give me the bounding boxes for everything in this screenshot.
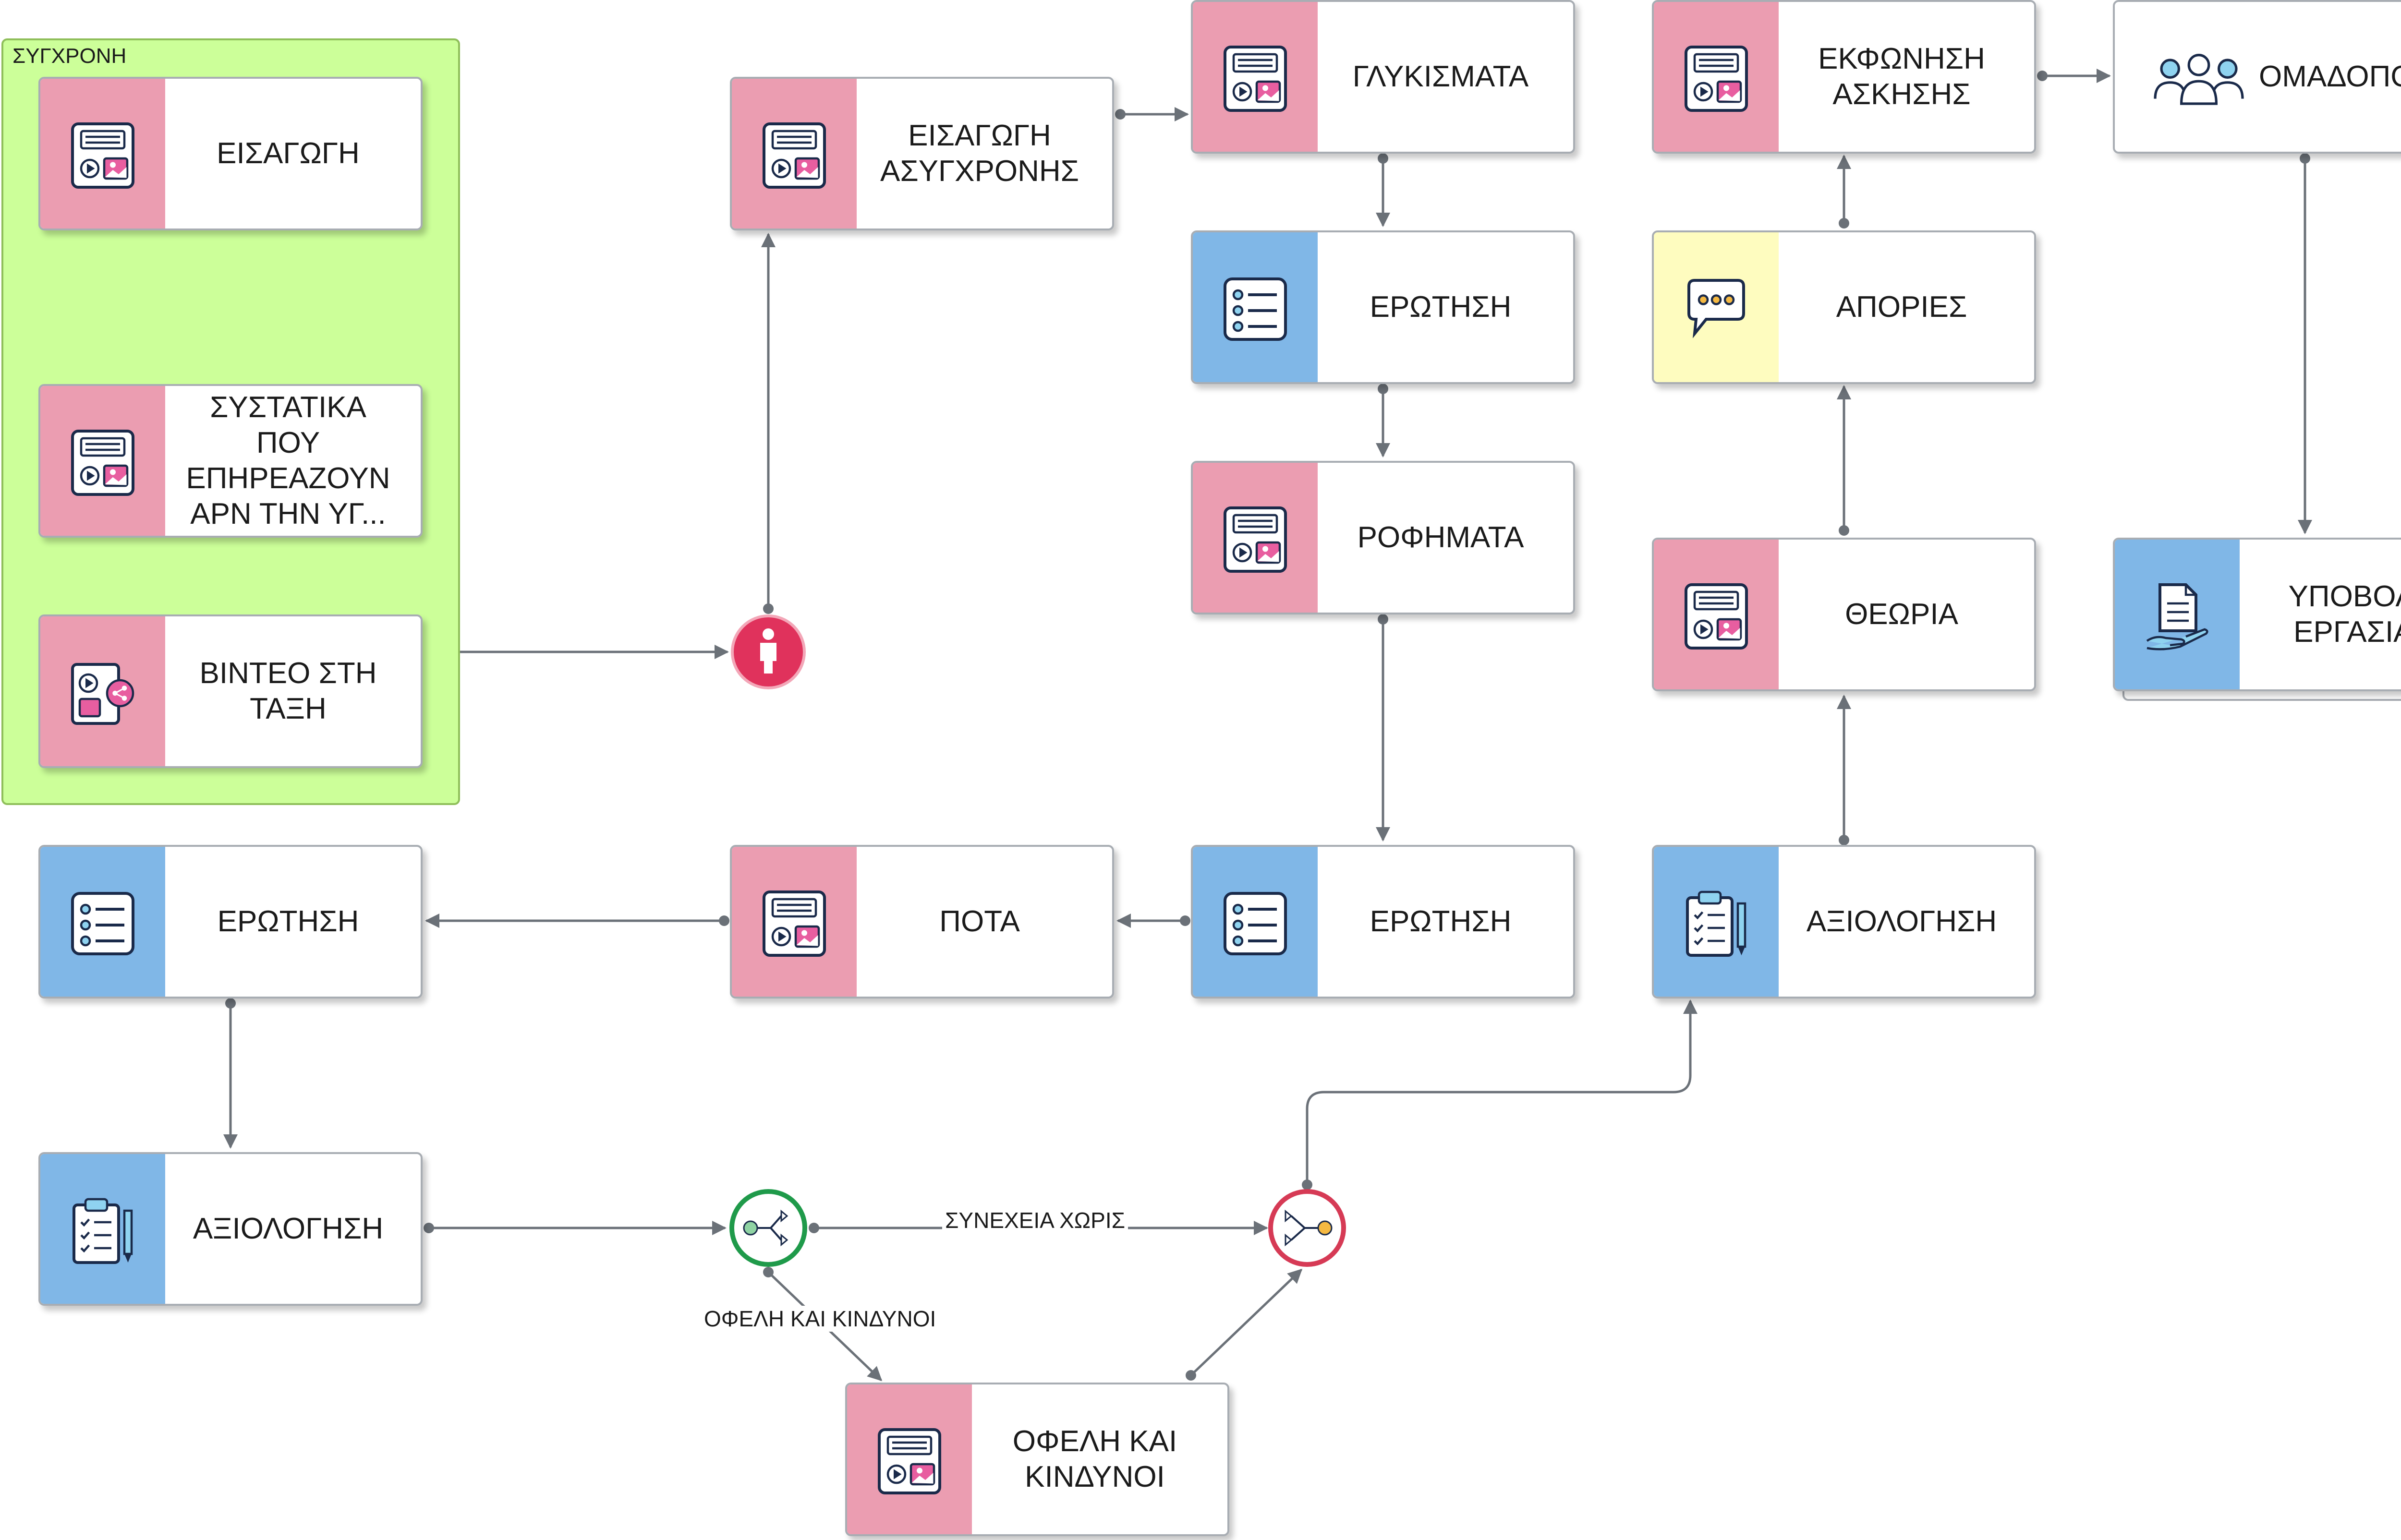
node-label: ΡΟΦΗΜΑΤΑ — [1357, 521, 1524, 554]
node-systatika[interactable]: ΣΥΣΤΑΤΙΚΑ ΠΟΥ ΕΠΗΡΕΑΖΟΥΝ ΑΡΝ ΤΗΝ ΥΓ... — [38, 384, 423, 538]
node-omadopoiisi[interactable]: ΟΜΑΔΟΠΟΙΗΣΗ — [2113, 0, 2401, 154]
node-erotisi-2[interactable]: ΕΡΩΤΗΣΗ — [1191, 845, 1575, 999]
node-ypovoli[interactable]: ΥΠΟΒΟΛΗ ΕΡΓΑΣΙΑΣ — [2113, 538, 2401, 691]
node-label: ΣΥΣΤΑΤΙΚΑ ΠΟΥ ΕΠΗΡΕΑΖΟΥΝ ΑΡΝ ΤΗΝ ΥΓ... — [186, 391, 390, 530]
node-pota[interactable]: ΠΟΤΑ — [730, 845, 1114, 999]
edge-label-ofeli: ΟΦΕΛΗ ΚΑΙ ΚΙΝΔΥΝΟΙ — [701, 1306, 939, 1332]
node-label: ΕΡΩΤΗΣΗ — [1370, 290, 1512, 324]
media-page-icon — [71, 122, 134, 189]
question-list-icon — [1224, 892, 1287, 955]
node-label: ΕΚΦΩΝΗΣΗ ΑΣΚΗΣΗΣ — [1818, 42, 1985, 111]
node-label: ΕΡΩΤΗΣΗ — [1370, 905, 1512, 938]
media-page-icon — [71, 430, 134, 496]
node-label: ΥΠΟΒΟΛΗ ΕΡΓΑΣΙΑΣ — [2288, 580, 2401, 649]
node-vinteo[interactable]: ΒΙΝΤΕΟ ΣΤΗ ΤΑΞΗ — [38, 614, 423, 768]
media-page-icon — [1685, 46, 1748, 112]
submit-document-icon — [2146, 583, 2208, 650]
media-page-icon — [1224, 46, 1287, 112]
node-label: ΕΙΣΑΓΩΓΗ — [217, 137, 360, 170]
start-event-person-icon[interactable] — [728, 611, 809, 693]
clipboard-assessment-icon — [73, 1198, 133, 1264]
node-ofeli[interactable]: ΟΦΕΛΗ ΚΑΙ ΚΙΝΔΥΝΟΙ — [845, 1383, 1229, 1536]
group-users-icon — [2154, 54, 2244, 105]
clipboard-assessment-icon — [1686, 890, 1746, 957]
node-label: ΒΙΝΤΕΟ ΣΤΗ ΤΑΞΗ — [199, 657, 377, 725]
node-ekfonisi[interactable]: ΕΚΦΩΝΗΣΗ ΑΣΚΗΣΗΣ — [1652, 0, 2036, 154]
node-label: ΓΛΥΚΙΣΜΑΤΑ — [1352, 60, 1529, 93]
node-label: ΕΙΣΑΓΩΓΗ ΑΣΥΓΧΡΟΝΗΣ — [880, 119, 1079, 188]
node-rofimata[interactable]: ΡΟΦΗΜΑΤΑ — [1191, 461, 1575, 614]
question-list-icon — [1224, 277, 1287, 341]
node-label: ΑΞΙΟΛΟΓΗΣΗ — [193, 1212, 384, 1245]
edge-label-synexeia: ΣΥΝΕΧΕΙΑ ΧΩΡΙΣ — [942, 1207, 1128, 1233]
media-page-icon — [763, 122, 826, 189]
node-label: ΘΕΩΡΙΑ — [1845, 598, 1958, 631]
media-page-icon — [1685, 583, 1748, 650]
node-erotisi-3[interactable]: ΕΡΩΤΗΣΗ — [38, 845, 423, 999]
node-eisagogi[interactable]: ΕΙΣΑΓΩΓΗ — [38, 77, 423, 230]
node-label: ΠΟΤΑ — [939, 905, 1020, 938]
split-gateway-icon[interactable] — [728, 1187, 809, 1269]
node-glykismata[interactable]: ΓΛΥΚΙΣΜΑΤΑ — [1191, 0, 1575, 154]
node-erotisi-1[interactable]: ΕΡΩΤΗΣΗ — [1191, 230, 1575, 384]
media-page-icon — [878, 1428, 941, 1494]
group-label: ΣΥΓΧΡΟΝΗ — [12, 44, 127, 68]
media-page-icon — [763, 890, 826, 957]
edge-merge-axiologisi2 — [1306, 999, 1698, 1185]
question-list-icon — [71, 892, 134, 955]
node-eisagogi-asygxronis[interactable]: ΕΙΣΑΓΩΓΗ ΑΣΥΓΧΡΟΝΗΣ — [730, 77, 1114, 230]
node-label: ΑΞΙΟΛΟΓΗΣΗ — [1806, 905, 1997, 938]
node-label: ΑΠΟΡΙΕΣ — [1836, 290, 1967, 324]
node-label: ΕΡΩΤΗΣΗ — [217, 905, 359, 938]
edge-ofeli-merge — [1190, 1268, 1303, 1376]
node-label: ΟΜΑΔΟΠΟΙΗΣΗ — [2259, 60, 2401, 93]
video-share-icon — [71, 663, 134, 725]
node-label: ΟΦΕΛΗ ΚΑΙ ΚΙΝΔΥΝΟΙ — [1012, 1425, 1177, 1493]
merge-gateway-icon[interactable] — [1266, 1187, 1348, 1269]
media-page-icon — [1224, 506, 1287, 573]
node-apories[interactable]: ΑΠΟΡΙΕΣ — [1652, 230, 2036, 384]
node-theoria[interactable]: ΘΕΩΡΙΑ — [1652, 538, 2036, 691]
node-axiologisi-1[interactable]: ΑΞΙΟΛΟΓΗΣΗ — [38, 1152, 423, 1306]
node-axiologisi-2[interactable]: ΑΞΙΟΛΟΓΗΣΗ — [1652, 845, 2036, 999]
chat-bubble-icon — [1687, 279, 1745, 338]
